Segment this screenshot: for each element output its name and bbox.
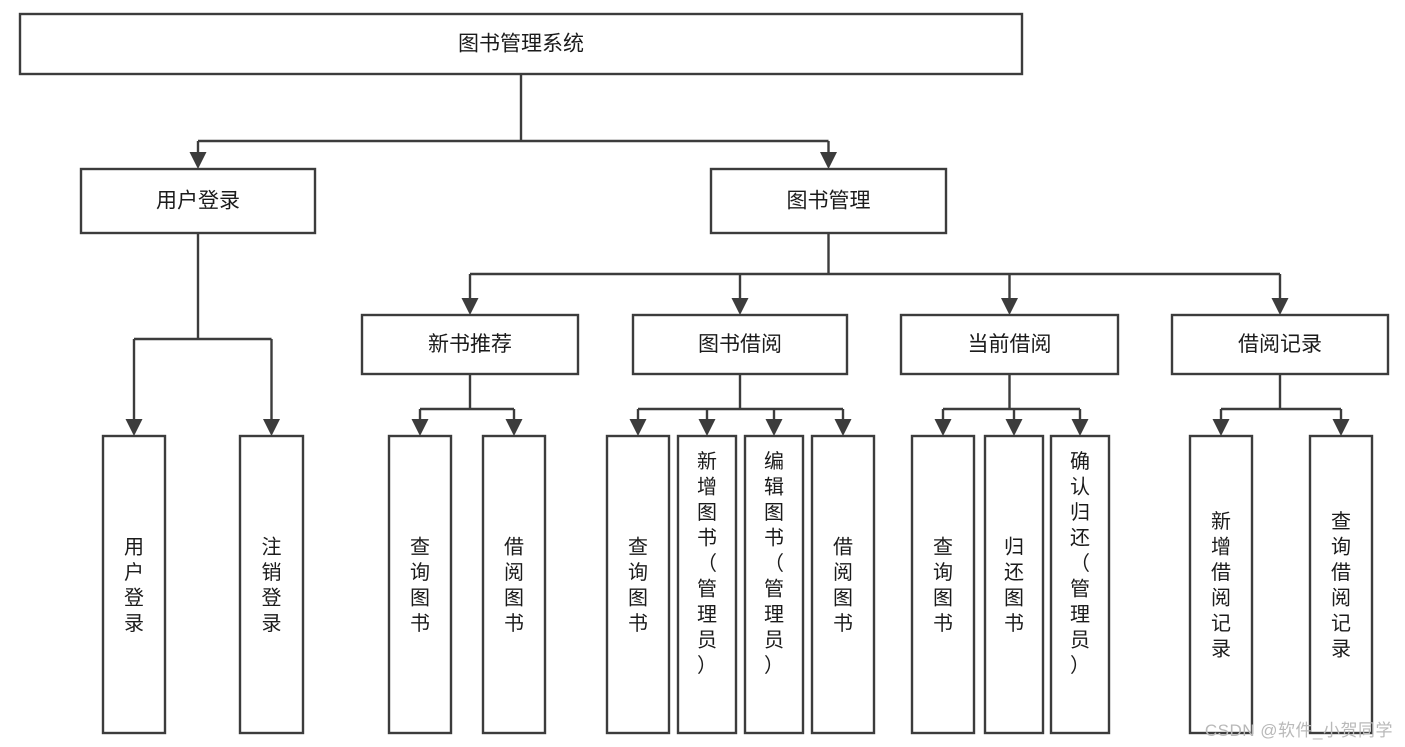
node-leaf-user-login-label: 用户登录 [124,536,144,635]
arrow-head-to-leaf-borrow-book-1 [505,419,523,436]
node-leaf-add-book-label: 新增图书（管理员） [697,450,717,677]
node-leaf-edit-book[interactable]: 编辑图书（管理员） [743,434,805,735]
node-leaf-borrow-book-1[interactable]: 借阅图书 [481,434,547,735]
node-leaf-borrow-book-2-label: 借阅图书 [833,535,853,635]
node-leaf-add-book[interactable]: 新增图书（管理员） [676,434,738,735]
node-borrow-record-label: 借阅记录 [1238,333,1322,356]
node-leaf-query-book-1[interactable]: 查询图书 [387,434,453,735]
arrow-head-to-book-manage [820,152,837,169]
arrow-head-to-leaf-query-record [1332,419,1350,436]
node-leaf-query-record-box[interactable] [1308,434,1374,735]
node-leaf-query-book-2-box[interactable] [605,434,671,735]
arrow-head-to-user-login [189,152,207,169]
node-book-borrow-box[interactable] [631,313,849,376]
node-leaf-return-book-label: 归还图书 [1004,535,1024,635]
node-new-book-rec[interactable]: 新书推荐 [360,313,580,376]
node-leaf-return-book[interactable]: 归还图书 [983,434,1045,735]
node-book-manage-box[interactable] [709,167,948,235]
node-current-borrow-label: 当前借阅 [968,333,1052,356]
arrow-head-to-leaf-query-book-1 [411,419,429,436]
node-leaf-add-record[interactable]: 新增借阅记录 [1188,434,1254,735]
node-leaf-query-book-3[interactable]: 查询图书 [910,434,976,735]
node-borrow-record[interactable]: 借阅记录 [1170,313,1390,376]
arrow-head-to-leaf-add-book [698,419,716,436]
arrow-head-to-current-borrow [1001,298,1018,315]
node-leaf-borrow-book-2[interactable]: 借阅图书 [810,434,876,735]
node-leaf-borrow-book-2-box[interactable] [810,434,876,735]
node-layer: 图书管理系统用户登录图书管理新书推荐图书借阅当前借阅借阅记录用户登录注销登录查询… [18,12,1390,735]
node-borrow-record-box[interactable] [1170,313,1390,376]
node-leaf-edit-book-box[interactable] [743,434,805,735]
arrow-head-to-leaf-confirm-return [1071,419,1089,436]
arrow-head-to-leaf-logout [263,419,280,436]
node-leaf-query-book-3-label: 查询图书 [933,535,953,635]
node-leaf-add-book-box[interactable] [676,434,738,735]
arrow-head-to-leaf-return-book [1005,419,1023,436]
node-leaf-add-record-label: 新增借阅记录 [1211,510,1231,661]
node-leaf-borrow-book-1-box[interactable] [481,434,547,735]
node-user-login-box[interactable] [79,167,317,235]
node-leaf-user-login-box[interactable] [101,434,167,735]
arrow-head-to-leaf-user-login [125,419,143,436]
node-user-login-label: 用户登录 [156,190,240,213]
node-leaf-query-book-1-label: 查询图书 [410,535,430,635]
node-new-book-rec-box[interactable] [360,313,580,376]
node-leaf-confirm-return-label: 确认归还（管理员） [1070,450,1090,677]
connector-layer [125,74,1350,436]
watermark-text: CSDN @软件_小贺同学 [1204,721,1393,740]
node-leaf-query-book-2[interactable]: 查询图书 [605,434,671,735]
arrow-head-to-leaf-edit-book [765,419,783,436]
node-book-manage[interactable]: 图书管理 [709,167,948,235]
node-leaf-add-record-box[interactable] [1188,434,1254,735]
arrow-head-to-leaf-borrow-book-2 [834,419,852,436]
node-leaf-query-record[interactable]: 查询借阅记录 [1308,434,1374,735]
node-leaf-user-login[interactable]: 用户登录 [101,434,167,735]
node-current-borrow-box[interactable] [899,313,1120,376]
node-new-book-rec-label: 新书推荐 [428,333,512,356]
node-book-borrow-label: 图书借阅 [698,333,782,356]
node-leaf-logout-box[interactable] [238,434,305,735]
arrow-head-to-new-book-rec [461,298,479,315]
node-root-root-box[interactable] [18,12,1024,76]
arrow-head-to-leaf-query-book-2 [629,419,647,436]
node-leaf-logout[interactable]: 注销登录 [238,434,305,735]
node-root-root-label: 图书管理系统 [458,33,584,56]
node-leaf-borrow-book-1-label: 借阅图书 [504,535,524,635]
node-leaf-logout-label: 注销登录 [262,535,282,635]
node-user-login[interactable]: 用户登录 [79,167,317,235]
node-book-manage-label: 图书管理 [787,190,871,213]
node-book-borrow[interactable]: 图书借阅 [631,313,849,376]
node-current-borrow[interactable]: 当前借阅 [899,313,1120,376]
arrow-head-to-leaf-add-record [1212,419,1230,436]
arrow-head-to-book-borrow [731,298,749,315]
node-leaf-query-book-1-box[interactable] [387,434,453,735]
node-leaf-query-book-3-box[interactable] [910,434,976,735]
node-root-root[interactable]: 图书管理系统 [18,12,1024,76]
node-leaf-confirm-return-box[interactable] [1049,434,1111,735]
node-leaf-confirm-return[interactable]: 确认归还（管理员） [1049,434,1111,735]
node-leaf-edit-book-label: 编辑图书（管理员） [764,450,784,677]
arrow-head-to-borrow-record [1271,298,1289,315]
node-leaf-query-book-2-label: 查询图书 [628,535,648,635]
node-leaf-query-record-label: 查询借阅记录 [1331,510,1351,661]
arrow-head-to-leaf-query-book-3 [934,419,952,436]
node-leaf-return-book-box[interactable] [983,434,1045,735]
